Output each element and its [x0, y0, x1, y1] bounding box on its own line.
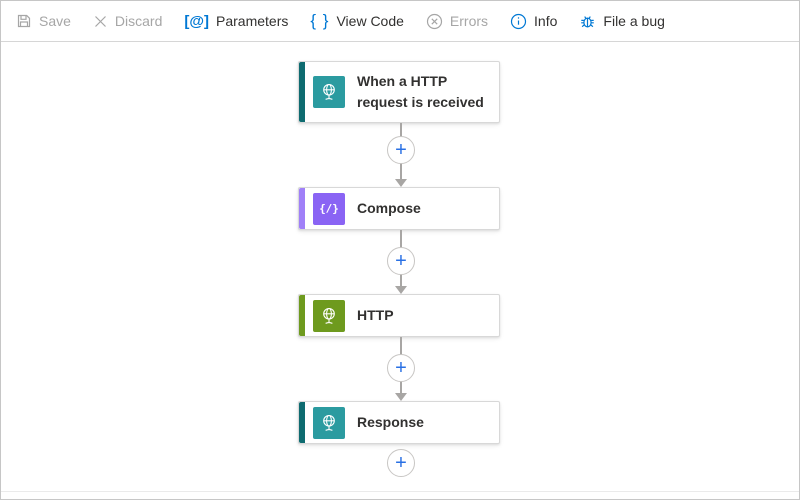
errors-button[interactable]: Errors — [415, 1, 499, 41]
node-title: When a HTTP request is received — [357, 73, 484, 110]
workflow-node-http-request-trigger[interactable]: When a HTTP request is received — [298, 61, 500, 123]
node-title: HTTP — [357, 307, 394, 323]
file-a-bug-label: File a bug — [603, 13, 665, 29]
save-label: Save — [39, 13, 71, 29]
discard-icon — [93, 14, 108, 29]
file-a-bug-button[interactable]: File a bug — [568, 1, 675, 41]
horizontal-scrollbar[interactable] — [1, 491, 799, 499]
response-icon — [313, 406, 345, 439]
insert-step-button[interactable]: + — [387, 354, 415, 382]
workflow-canvas[interactable]: When a HTTP request is received + {/} Co… — [1, 42, 799, 499]
plus-icon: + — [395, 357, 407, 379]
plus-icon: + — [395, 452, 407, 474]
parameters-button[interactable]: [@] Parameters — [173, 1, 299, 41]
edge-arrow-icon — [395, 393, 407, 401]
info-button[interactable]: Info — [499, 1, 568, 41]
insert-step-button[interactable]: + — [387, 247, 415, 275]
add-step-button[interactable]: + — [387, 449, 415, 477]
save-icon — [16, 13, 32, 29]
node-accent-stripe — [299, 188, 305, 229]
node-accent-stripe — [299, 295, 305, 336]
save-button[interactable]: Save — [5, 1, 82, 41]
discard-label: Discard — [114, 13, 163, 29]
view-code-button[interactable]: { } View Code — [299, 1, 415, 41]
workflow-node-compose[interactable]: {/} Compose — [298, 187, 500, 230]
plus-icon: + — [395, 250, 407, 272]
designer-toolbar: Save Discard [@] Parameters { } View Cod… — [1, 1, 799, 42]
errors-icon — [426, 13, 443, 30]
workflow-node-http[interactable]: HTTP — [298, 294, 500, 337]
edge-arrow-icon — [395, 286, 407, 294]
parameters-label: Parameters — [216, 13, 289, 29]
info-icon — [510, 13, 527, 30]
compose-glyph: {/} — [319, 202, 339, 215]
parameters-icon: [@] — [184, 12, 210, 30]
plus-icon: + — [395, 139, 407, 161]
discard-button[interactable]: Discard — [82, 1, 173, 41]
node-title: Compose — [357, 200, 421, 216]
compose-icon: {/} — [313, 192, 345, 225]
view-code-icon: { } — [310, 11, 330, 30]
bug-icon — [579, 13, 596, 30]
node-accent-stripe — [299, 62, 305, 122]
insert-step-button[interactable]: + — [387, 136, 415, 164]
edge-arrow-icon — [395, 179, 407, 187]
node-title: Response — [357, 414, 424, 430]
workflow-node-response[interactable]: Response — [298, 401, 500, 444]
view-code-label: View Code — [336, 13, 404, 29]
http-icon — [313, 299, 345, 332]
errors-label: Errors — [449, 13, 489, 29]
node-accent-stripe — [299, 402, 305, 443]
info-label: Info — [534, 13, 558, 29]
http-request-icon — [313, 76, 345, 108]
